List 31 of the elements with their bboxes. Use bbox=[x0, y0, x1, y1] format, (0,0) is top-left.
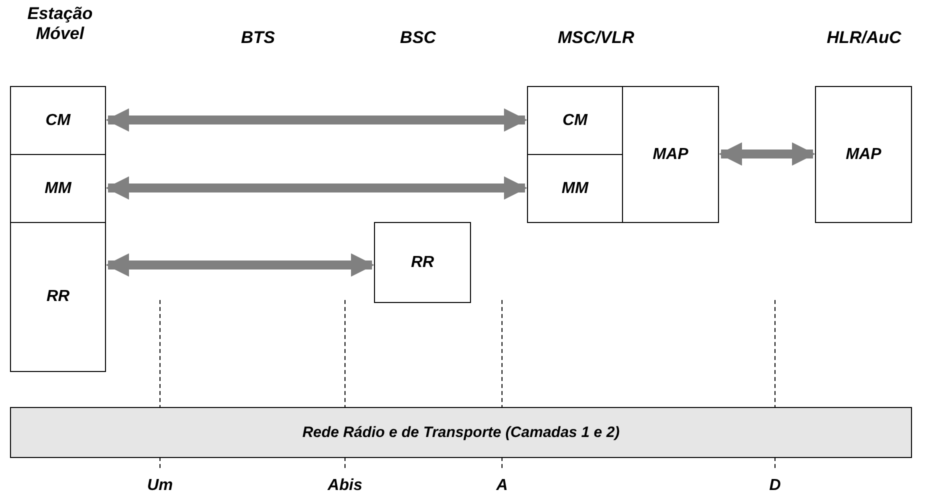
node-label: MAP bbox=[846, 146, 882, 164]
network-band bbox=[10, 407, 912, 458]
double-arrow bbox=[718, 142, 816, 166]
double-arrow bbox=[106, 108, 528, 132]
layer-box bbox=[10, 86, 106, 155]
node-label: MM bbox=[44, 180, 72, 198]
layer-box bbox=[10, 154, 106, 223]
element-heading: HLR/AuC bbox=[826, 28, 902, 48]
layer-box bbox=[815, 86, 912, 223]
node-label: CM bbox=[46, 112, 70, 130]
element-heading: MSC/VLR bbox=[558, 28, 634, 48]
layer-box bbox=[374, 222, 471, 303]
layer-box bbox=[527, 154, 623, 223]
layer-box bbox=[527, 86, 623, 155]
interface-label: D bbox=[769, 477, 781, 496]
interface-label: Um bbox=[147, 477, 173, 496]
node-label: RR bbox=[46, 288, 70, 306]
node-label: Rede Rádio e de Transporte (Camadas 1 e 2) bbox=[300, 424, 622, 441]
element-heading: BSC bbox=[400, 28, 436, 48]
layer-box bbox=[622, 86, 719, 223]
double-arrow bbox=[106, 253, 374, 277]
interface-label: Abis bbox=[328, 477, 362, 496]
layer-box bbox=[10, 222, 106, 372]
node-label: MM bbox=[562, 180, 588, 198]
interface-label: A bbox=[496, 477, 508, 496]
node-label: RR bbox=[410, 254, 434, 272]
double-arrow bbox=[106, 176, 528, 200]
node-label: MAP bbox=[652, 146, 688, 164]
node-label: CM bbox=[562, 112, 588, 130]
element-heading: BTS bbox=[241, 28, 275, 48]
element-heading: Estação Móvel bbox=[26, 4, 94, 44]
